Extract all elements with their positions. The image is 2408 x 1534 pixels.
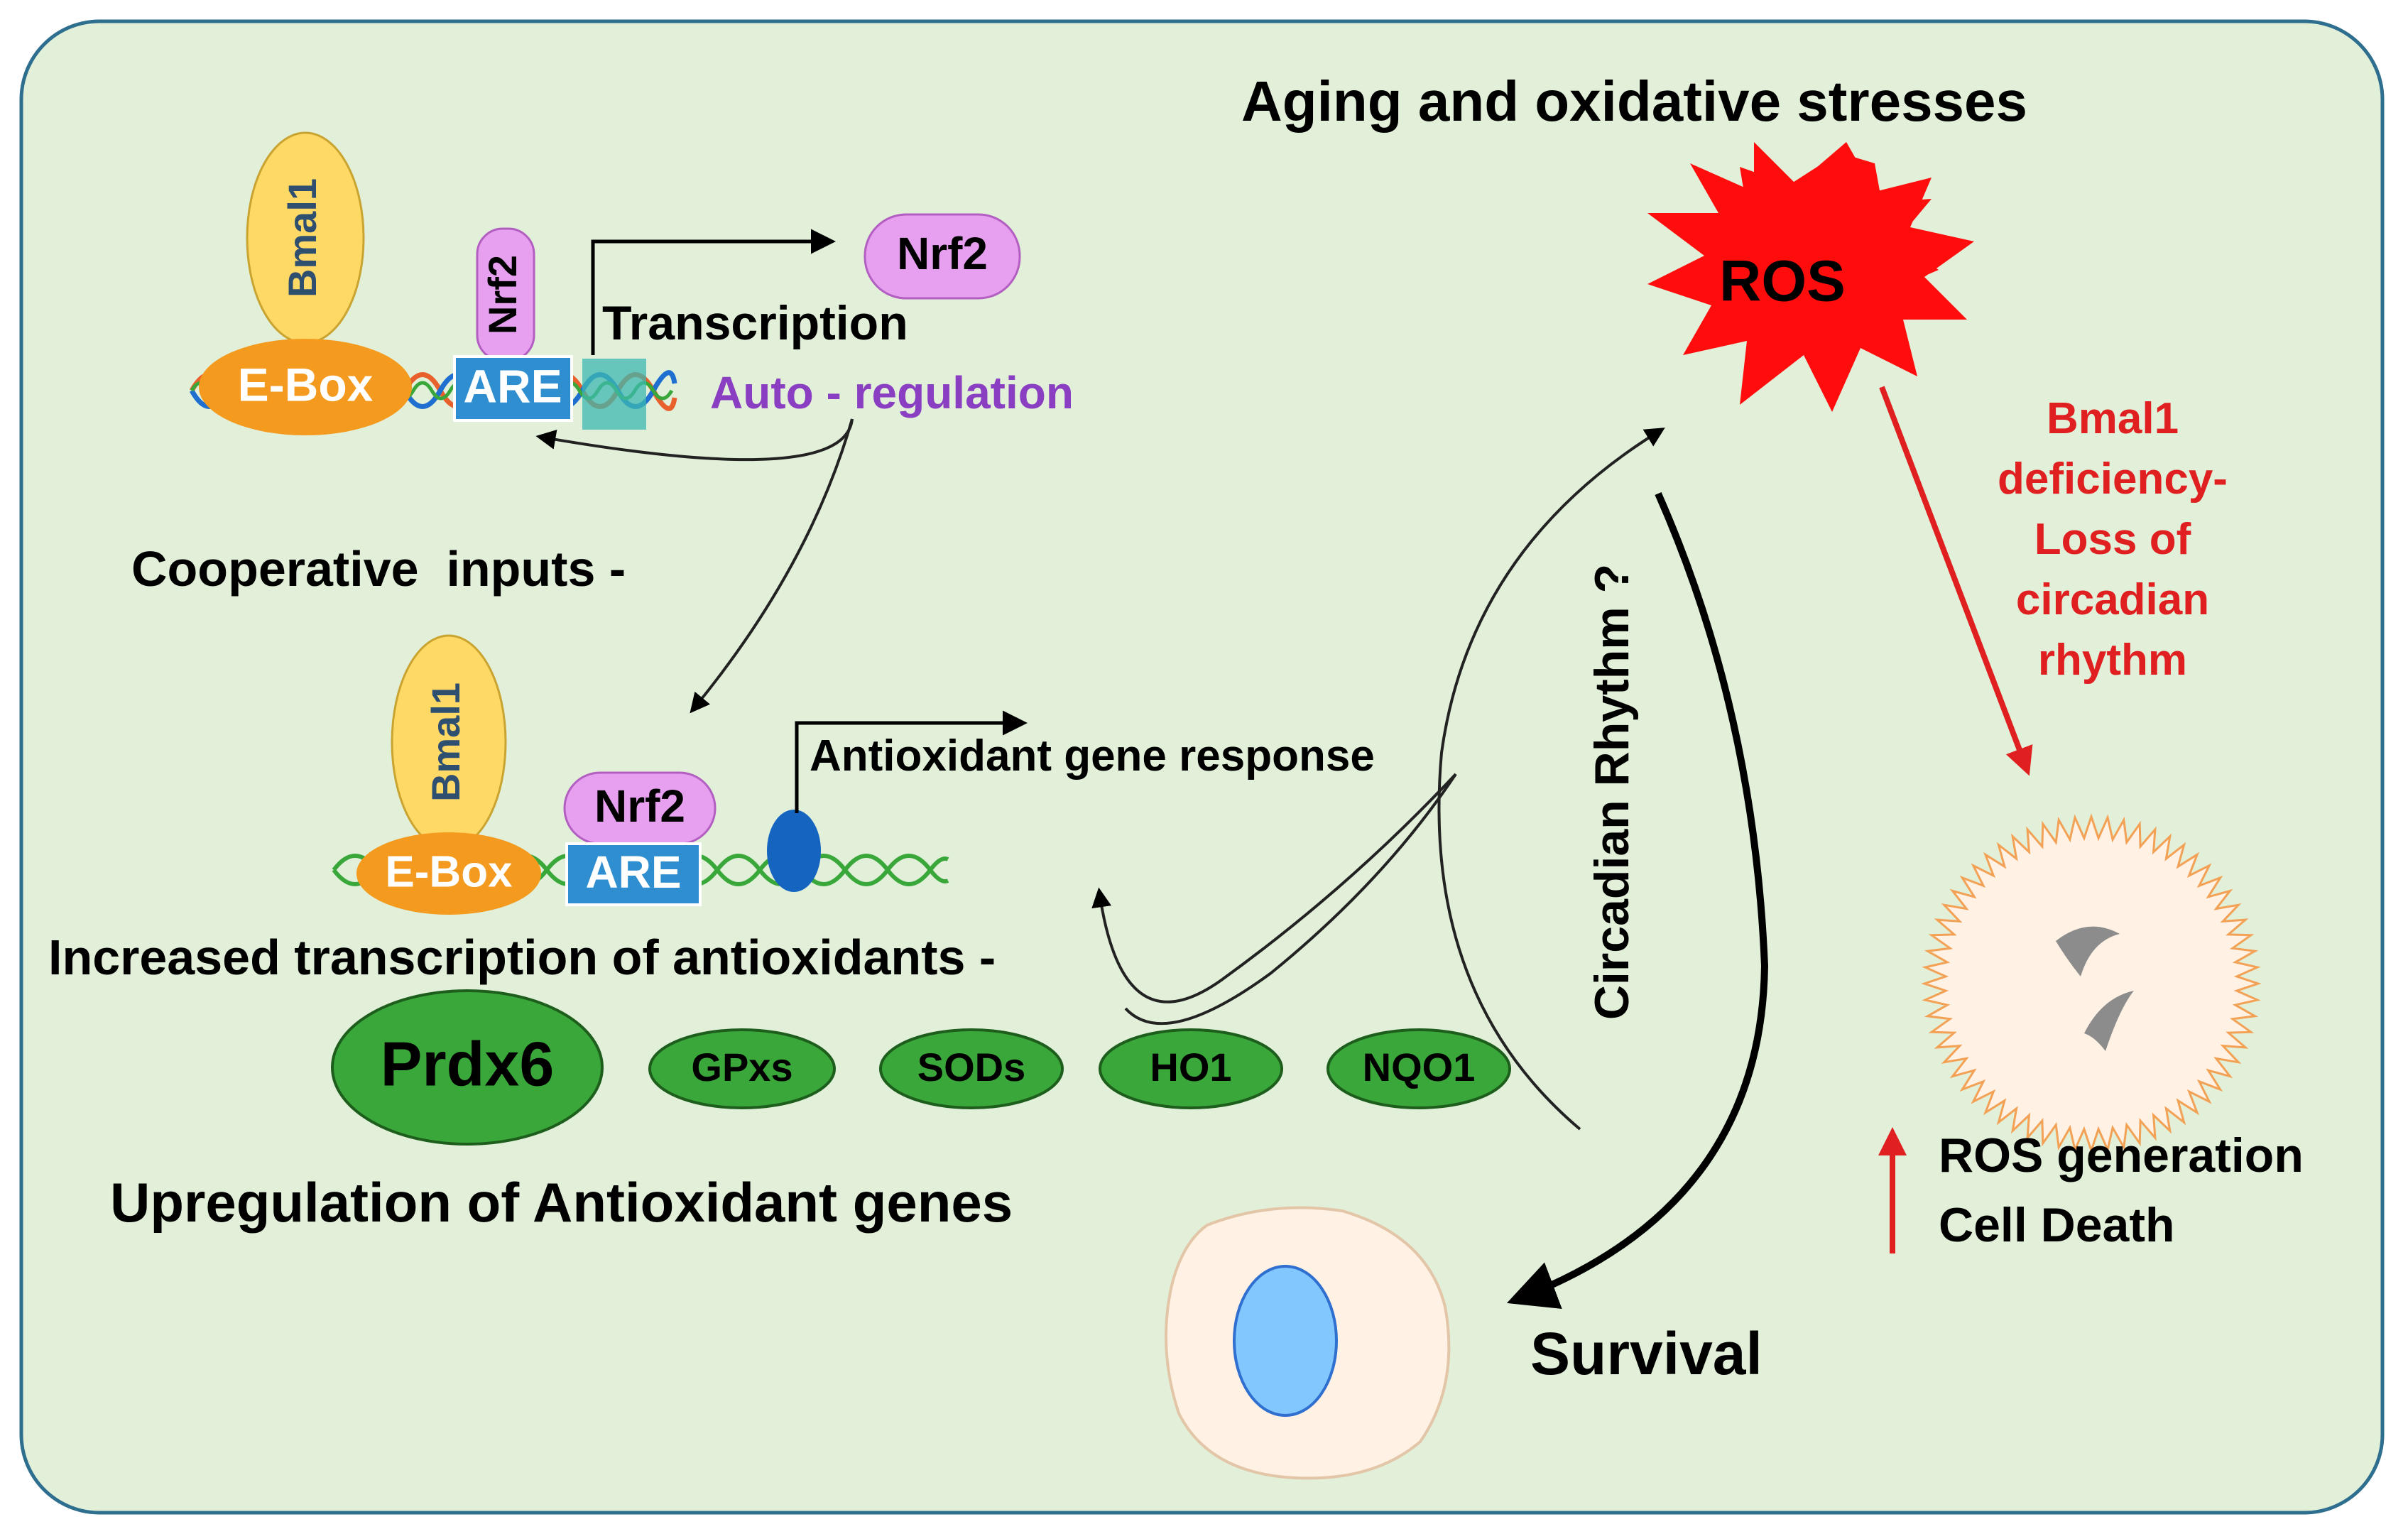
increased-transcription-heading: Increased transcription of antioxidants … <box>48 930 996 985</box>
cell-nucleus <box>1233 1265 1338 1417</box>
deficiency-line-1: Bmal1 <box>2047 394 2179 443</box>
survival-label: Survival <box>1530 1320 1763 1387</box>
deficiency-line-5: rhythm <box>2038 636 2187 685</box>
bottom-ebox-label: E-Box <box>385 847 513 896</box>
top-ebox: E-Box <box>199 339 412 435</box>
top-are: ARE <box>453 355 573 422</box>
cooperative-inputs-heading: Cooperative inputs - <box>131 541 626 597</box>
top-bmal1: Bmal1 <box>246 131 365 344</box>
antioxidant-ho1-label: HO1 <box>1150 1045 1231 1089</box>
cooperative-arrow <box>690 418 854 714</box>
bottom-are-label: ARE <box>585 847 681 898</box>
top-bmal1-label: Bmal1 <box>280 178 325 298</box>
circadian-feedback-arrow <box>1124 773 1457 1026</box>
antioxidant-response-arrow <box>795 710 1028 813</box>
rna-polymerase <box>767 810 821 892</box>
circadian-upward-arrow <box>1437 428 1665 1131</box>
antioxidant-nqo1-label: NQO1 <box>1363 1045 1476 1089</box>
top-are-label: ARE <box>463 359 562 412</box>
healthy-cell <box>1165 1206 1451 1480</box>
deficiency-line-3: Loss of <box>2034 515 2191 564</box>
transcription-arrow <box>591 229 836 355</box>
auto-regulation-arrow <box>535 418 854 462</box>
bottom-ebox: E-Box <box>356 832 541 915</box>
antioxidant-nqo1: NQO1 <box>1326 1028 1511 1109</box>
ros-burst: ROS <box>1647 142 1974 412</box>
bottom-bmal1-label: Bmal1 <box>423 682 468 802</box>
auto-regulation-label: Auto - regulation <box>710 367 1074 418</box>
top-transcribed-region <box>582 359 646 430</box>
antioxidant-sods: SODs <box>879 1028 1064 1109</box>
transcription-label: Transcription <box>602 296 908 350</box>
antioxidant-sods-label: SODs <box>917 1045 1026 1089</box>
antioxidant-return-arrow <box>1091 773 1457 1003</box>
ros-label: ROS <box>1719 249 1846 314</box>
outcome-cell-death: Cell Death <box>1939 1198 2175 1252</box>
aging-heading: Aging and oxidative stresses <box>1241 70 2027 133</box>
deficiency-arrow <box>1879 386 2033 776</box>
antioxidant-gpxs-label: GPxs <box>691 1045 792 1089</box>
top-nrf2-bound: Nrf2 <box>476 227 535 362</box>
top-nrf2-product: Nrf2 <box>863 213 1021 300</box>
bottom-bmal1: Bmal1 <box>391 634 507 850</box>
bottom-are: ARE <box>565 842 702 906</box>
circadian-label: Circadian Rhythm ? <box>1585 564 1639 1020</box>
cell-fragment-1 <box>2056 926 2120 977</box>
outcome-ros-generation: ROS generation <box>1939 1128 2304 1182</box>
deficiency-text: Bmal1 deficiency- Loss of circadian rhyt… <box>1998 394 2228 685</box>
dying-cell <box>1921 813 2262 1154</box>
antioxidant-response-label: Antioxidant gene response <box>810 731 1375 780</box>
antioxidant-ho1: HO1 <box>1099 1028 1283 1109</box>
top-nrf2-bound-label: Nrf2 <box>480 255 525 334</box>
antioxidant-prdx6: Prdx6 <box>331 989 604 1146</box>
antioxidant-prdx6-label: Prdx6 <box>381 1028 555 1099</box>
ros-to-survival-arrow <box>1506 491 1769 1309</box>
deficiency-line-2: deficiency- <box>1998 455 2228 504</box>
top-ebox-label: E-Box <box>238 358 374 410</box>
top-nrf2-product-label: Nrf2 <box>897 228 988 279</box>
upregulation-heading: Upregulation of Antioxidant genes <box>110 1171 1013 1234</box>
bottom-nrf2: Nrf2 <box>563 771 717 845</box>
deficiency-line-4: circadian <box>2016 575 2209 624</box>
cell-fragment-2 <box>2084 991 2134 1051</box>
antioxidant-gpxs: GPxs <box>648 1028 836 1109</box>
bottom-nrf2-label: Nrf2 <box>594 780 685 832</box>
